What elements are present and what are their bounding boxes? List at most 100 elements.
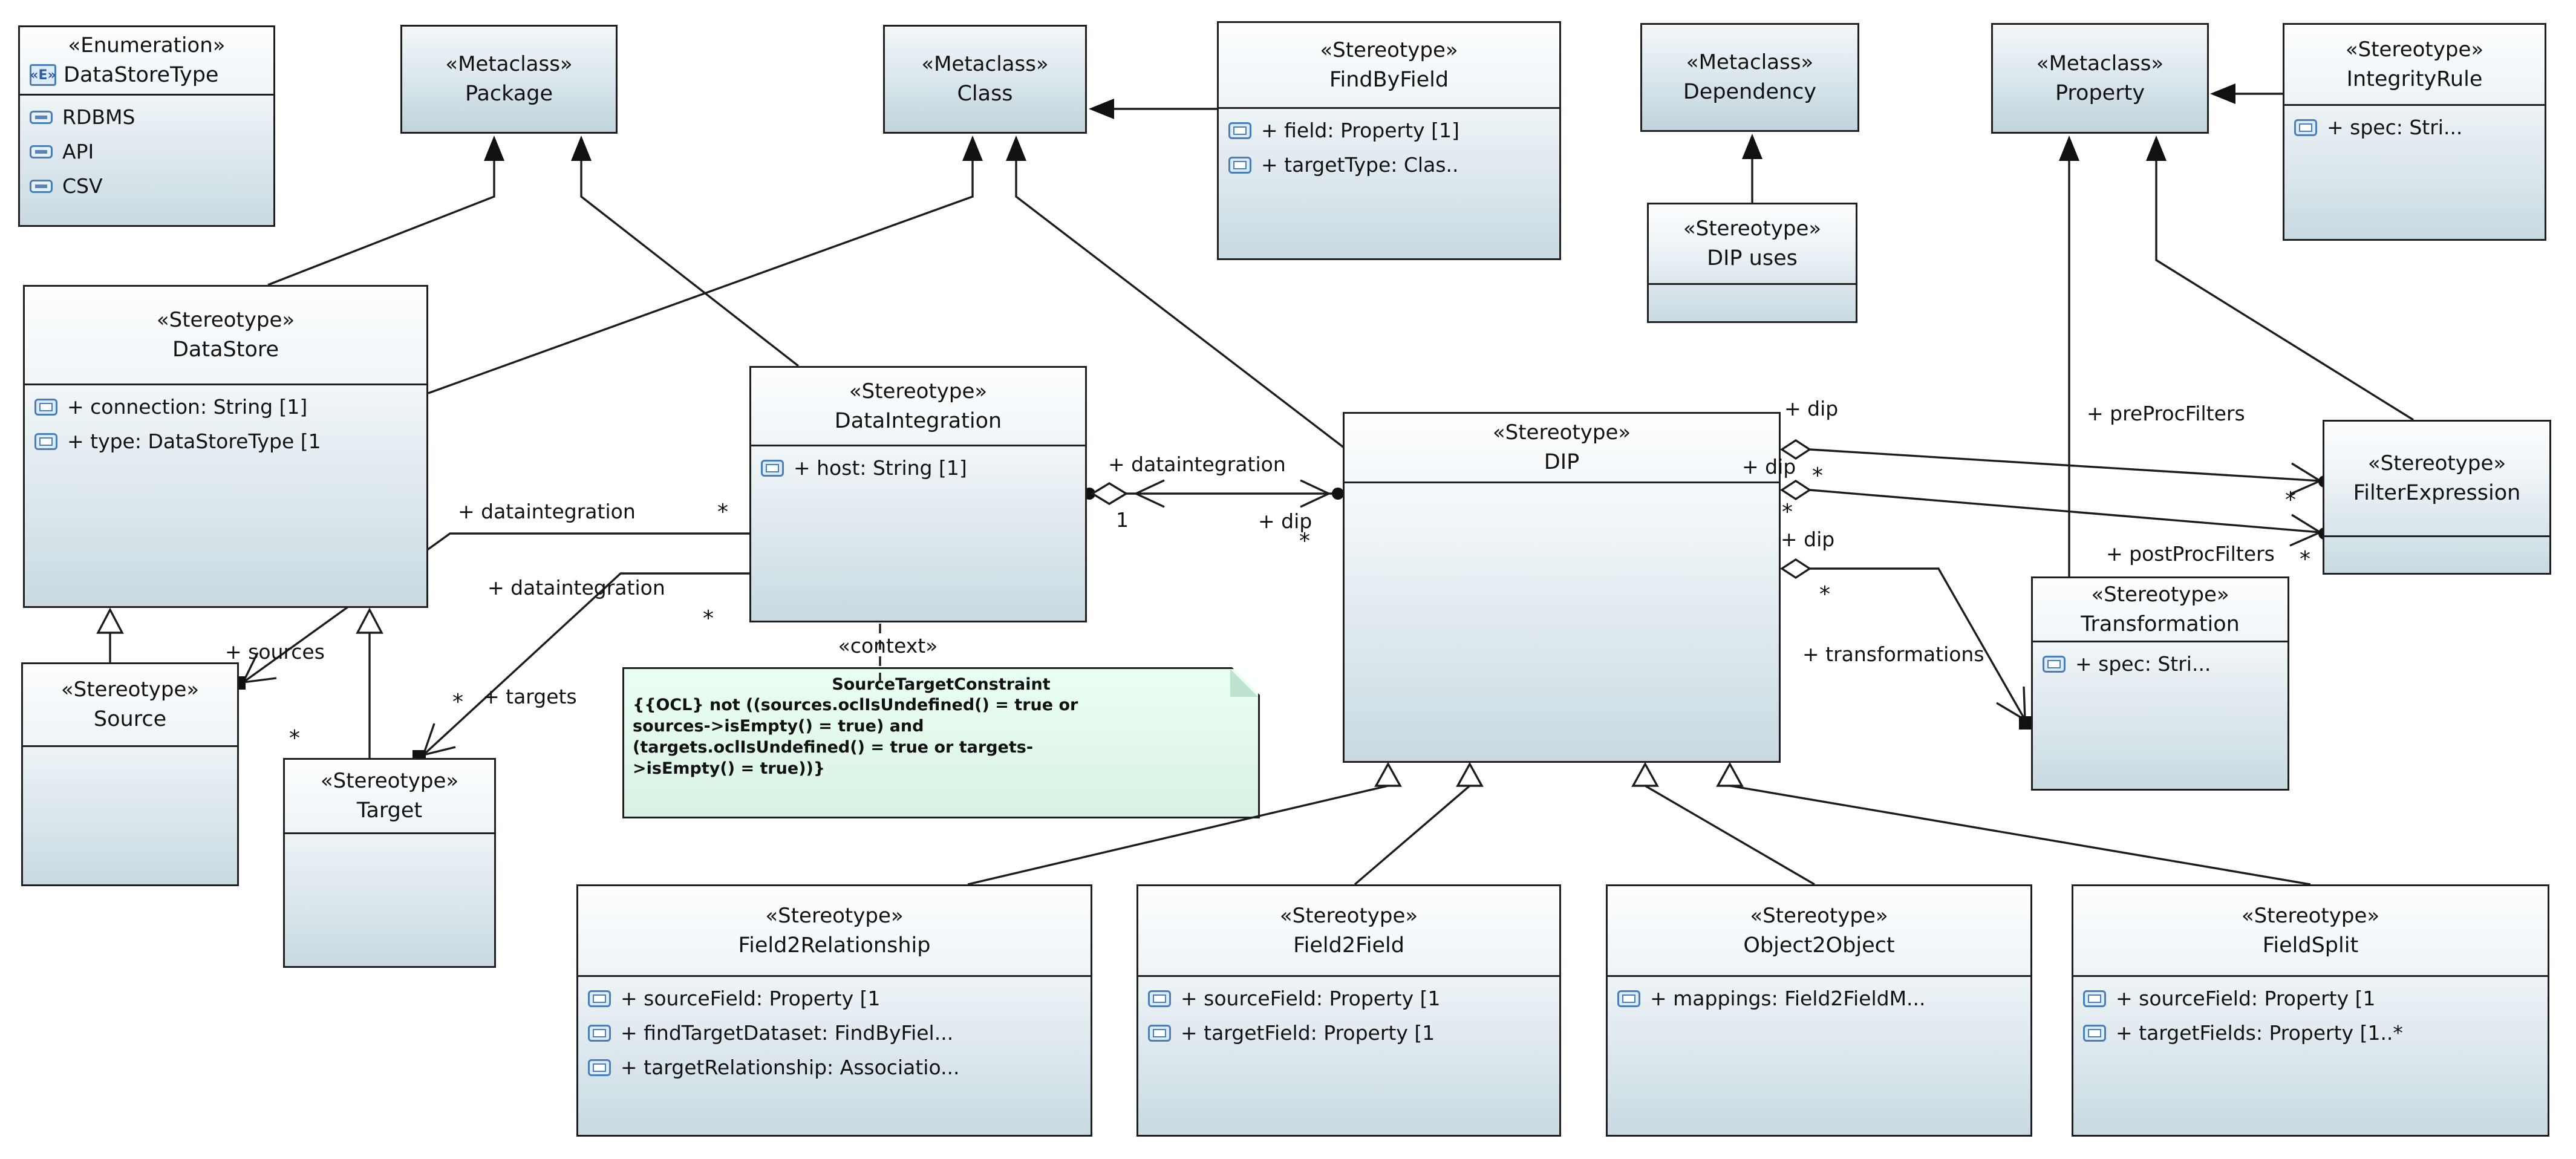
assoc-end-label-dip: + dip [1781, 527, 1835, 551]
note-fold-corner-icon [1230, 669, 1258, 697]
metaclass-box-package[interactable]: «Metaclass» Package [400, 25, 618, 134]
class-box-source[interactable]: «Stereotype» Source [21, 662, 239, 886]
assoc-end-label-targets: + targets [483, 685, 577, 708]
assoc-end-label-dataintegration: + dataintegration [487, 576, 665, 599]
multiplicity-label: * [1812, 463, 1823, 488]
attribute-row[interactable]: + connection: String [1] [34, 395, 426, 419]
class-box-dip[interactable]: «Stereotype» DIP [1343, 412, 1781, 763]
property-icon [588, 1059, 611, 1076]
note-body-line: >isEmpty() = true))} [633, 759, 826, 778]
metaclass-box-dependency[interactable]: «Metaclass» Dependency [1640, 23, 1859, 132]
edge-extension-dipuses-dependency[interactable] [1742, 134, 1762, 203]
ocl-constraint-note[interactable]: SourceTargetConstraint {{OCL} not ((sour… [622, 667, 1260, 818]
note-body-line: {{OCL} not ((sources.oclIsUndefined() = … [633, 696, 1078, 714]
class-box-fieldsplit[interactable]: «Stereotype» FieldSplit + sourceField: P… [2072, 884, 2549, 1137]
class-box-datastoretype[interactable]: «Enumeration» «E» DataStoreType RDBMS AP… [18, 25, 275, 227]
assoc-end-label-sources: + sources [225, 640, 325, 664]
property-icon [1228, 122, 1251, 139]
class-name: Target [356, 798, 423, 823]
class-name: DataStore [172, 338, 279, 362]
property-icon [2294, 119, 2317, 136]
stereotype-label: «Stereotype» [1492, 420, 1631, 445]
context-keyword-label: «context» [838, 634, 938, 658]
property-icon [34, 433, 57, 450]
class-box-integrityrule[interactable]: «Stereotype» IntegrityRule + spec: Stri.… [2283, 23, 2546, 241]
stereotype-label: «Stereotype» [2345, 37, 2484, 62]
edge-generalization-object2object-dip[interactable] [1631, 762, 1815, 886]
edge-association-dataintegration-dip[interactable] [1083, 479, 1344, 508]
class-box-object2object[interactable]: «Stereotype» Object2Object + mappings: F… [1606, 884, 2032, 1137]
class-box-target[interactable]: «Stereotype» Target [283, 758, 496, 968]
stereotype-label: «Stereotype» [1750, 903, 1888, 928]
edge-generalization-target-datastore[interactable] [356, 607, 383, 758]
multiplicity-label: * [452, 690, 463, 714]
attribute-row[interactable]: + targetField: Property [1 [1148, 1021, 1559, 1045]
attribute-row[interactable]: + sourceField: Property [1 [588, 987, 1091, 1010]
edge-generalization-field2field-dip[interactable] [1354, 762, 1484, 886]
note-title: SourceTargetConstraint [832, 675, 1051, 694]
metaclass-box-property[interactable]: «Metaclass» Property [1991, 23, 2209, 134]
class-name: FieldSplit [2262, 933, 2359, 958]
multiplicity-label: 1 [1116, 508, 1129, 532]
attribute-row[interactable]: + targetFields: Property [1..* [2083, 1021, 2548, 1045]
attribute-row[interactable]: + spec: Stri... [2294, 116, 2545, 139]
edge-generalization-source-datastore[interactable] [96, 607, 124, 662]
edge-association-dip-preprocfilters[interactable] [1779, 439, 2330, 495]
edge-extension-datastore-class[interactable] [428, 135, 983, 394]
stereotype-label: «Metaclass» [445, 52, 573, 76]
class-box-dataintegration[interactable]: «Stereotype» DataIntegration + host: Str… [749, 366, 1087, 622]
multiplicity-label: * [2285, 488, 2296, 512]
class-name: IntegrityRule [2346, 67, 2483, 91]
attribute-row[interactable]: + mappings: Field2FieldM... [1617, 987, 2030, 1010]
class-box-field2relationship[interactable]: «Stereotype» Field2Relationship + source… [576, 884, 1092, 1137]
edge-extension-findbyfield-class[interactable] [1089, 99, 1217, 119]
metaclass-name: Property [2055, 80, 2145, 105]
enum-literal[interactable]: RDBMS [30, 105, 273, 129]
property-icon [1148, 1024, 1171, 1042]
class-box-field2field[interactable]: «Stereotype» Field2Field + sourceField: … [1136, 884, 1561, 1137]
property-icon [1228, 156, 1251, 174]
stereotype-label: «Stereotype» [2241, 903, 2380, 928]
class-box-findbyfield[interactable]: «Stereotype» FindByField + field: Proper… [1217, 21, 1561, 260]
enum-literal[interactable]: CSV [30, 174, 273, 198]
property-icon [2083, 990, 2106, 1007]
edge-extension-transformation-property[interactable] [2059, 135, 2079, 576]
multiplicity-label: * [1299, 529, 1310, 553]
multiplicity-label: * [2300, 547, 2310, 572]
stereotype-label: «Stereotype» [60, 677, 200, 702]
assoc-end-label-dataintegration: + dataintegration [458, 500, 636, 523]
property-icon [1148, 990, 1171, 1007]
property-icon [2043, 655, 2066, 673]
edge-association-dip-postprocfilters[interactable] [1779, 479, 2330, 547]
attribute-row[interactable]: + findTargetDataset: FindByFiel... [588, 1021, 1091, 1045]
attribute-row[interactable]: + targetType: Clas.. [1228, 153, 1559, 177]
edge-extension-datastore-package[interactable] [267, 135, 504, 286]
class-name: DIP uses [1707, 246, 1798, 270]
attribute-row[interactable]: + sourceField: Property [1 [2083, 987, 2548, 1010]
enum-literal[interactable]: API [30, 140, 273, 163]
class-name: DataIntegration [834, 408, 1002, 433]
attribute-row[interactable]: + sourceField: Property [1 [1148, 987, 1559, 1010]
class-name: FindByField [1329, 67, 1449, 92]
multiplicity-label: * [703, 606, 714, 631]
attribute-row[interactable]: + host: String [1] [761, 456, 1085, 480]
class-box-filterexpression[interactable]: «Stereotype» FilterExpression [2323, 420, 2551, 575]
metaclass-name: Dependency [1683, 80, 1817, 104]
stereotype-label: «Stereotype» [849, 379, 988, 403]
assoc-end-label-preprocfilters: + preProcFilters [2087, 402, 2245, 425]
class-box-datastore[interactable]: «Stereotype» DataStore + connection: Str… [23, 285, 428, 608]
attribute-row[interactable]: + targetRelationship: Associatio... [588, 1056, 1091, 1079]
stereotype-label: «Stereotype» [765, 903, 904, 928]
class-box-dipuses[interactable]: «Stereotype» DIP uses [1647, 203, 1857, 323]
attribute-row[interactable]: + type: DataStoreType [1 [34, 429, 426, 453]
edge-extension-dataintegration-package[interactable] [571, 135, 800, 367]
class-box-transformation[interactable]: «Stereotype» Transformation + spec: Stri… [2031, 576, 2289, 791]
property-icon [761, 459, 784, 477]
edge-extension-integrityrule-property[interactable] [2210, 83, 2283, 104]
stereotype-label: «Stereotype» [1683, 217, 1822, 241]
class-name: Field2Field [1293, 933, 1404, 958]
attribute-row[interactable]: + field: Property [1] [1228, 119, 1559, 142]
metaclass-box-class[interactable]: «Metaclass» Class [883, 25, 1087, 134]
attribute-row[interactable]: + spec: Stri... [2043, 652, 2287, 676]
